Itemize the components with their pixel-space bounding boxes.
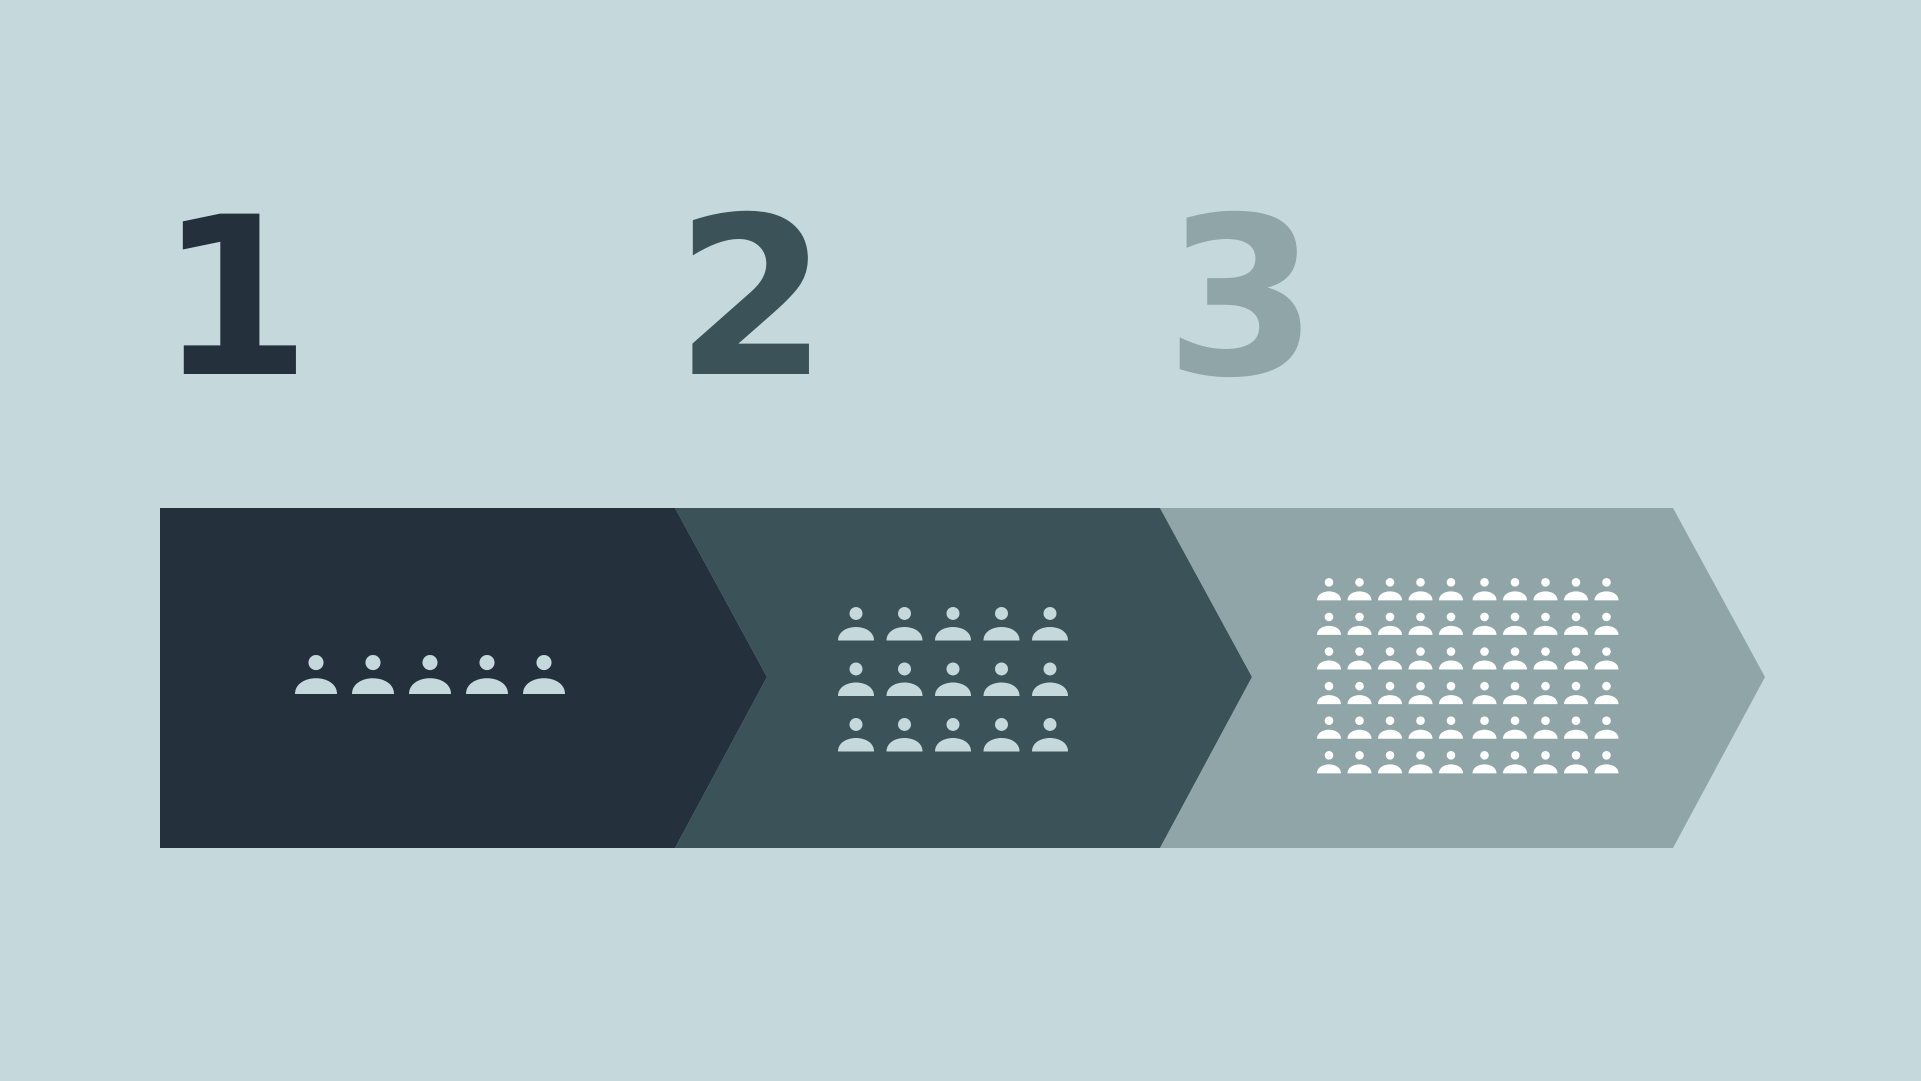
person-icon: [1439, 578, 1463, 601]
person-icon: [1439, 751, 1463, 774]
person-icon: [935, 607, 971, 641]
person-icon: [1594, 612, 1619, 635]
person-icon: [1594, 578, 1619, 601]
person-icon: [1472, 681, 1497, 705]
person-icon: [838, 662, 874, 696]
person-icon: [1533, 612, 1558, 635]
person-icon: [983, 662, 1020, 696]
person-icon: [1347, 647, 1372, 670]
person-icon: [1347, 578, 1372, 601]
person-icon: [1439, 716, 1463, 739]
person-icon: [1594, 751, 1619, 774]
person-icon: [1408, 716, 1433, 739]
step-3-number: 3: [1165, 170, 1319, 426]
step-2-number: 2: [675, 170, 829, 426]
person-icon: [1032, 718, 1068, 752]
person-icon: [1472, 751, 1497, 774]
person-icon: [1594, 647, 1619, 670]
person-icon: [1503, 612, 1527, 635]
person-icon: [1564, 716, 1588, 739]
person-icon: [1408, 647, 1433, 670]
person-icon: [1408, 681, 1433, 705]
person-icon: [1317, 716, 1341, 739]
person-icon: [1317, 612, 1341, 635]
person-icon: [1347, 716, 1372, 739]
person-icon: [1408, 612, 1433, 635]
person-icon: [1378, 681, 1402, 705]
person-icon: [1564, 647, 1588, 670]
person-icon: [1317, 681, 1341, 705]
person-icon: [1378, 716, 1402, 739]
person-icon: [1378, 612, 1402, 635]
person-icon: [1439, 647, 1463, 670]
person-icon: [935, 718, 971, 752]
person-icon: [1564, 681, 1588, 705]
person-icon: [1347, 612, 1372, 635]
person-icon: [1347, 751, 1372, 774]
person-icon: [1378, 578, 1402, 601]
step-1-arrow: [160, 508, 767, 848]
person-icon: [1317, 578, 1341, 601]
person-icon: [1533, 647, 1558, 670]
person-icon: [935, 662, 971, 696]
person-icon: [1472, 647, 1497, 670]
person-icon: [886, 662, 923, 696]
person-icon: [523, 655, 565, 695]
person-icon: [1564, 751, 1588, 774]
step-1-number: 1: [158, 170, 312, 426]
person-icon: [1564, 578, 1588, 601]
step-2-arrow: [675, 508, 1252, 848]
person-icon: [1317, 751, 1341, 774]
person-icon: [466, 655, 508, 695]
person-icon: [1032, 662, 1068, 696]
person-icon: [983, 607, 1020, 641]
person-icon: [1533, 681, 1558, 705]
person-icon: [1503, 681, 1527, 705]
person-icon: [1032, 607, 1068, 641]
person-icon: [1533, 716, 1558, 739]
person-icon: [1503, 716, 1527, 739]
person-icon: [983, 718, 1020, 752]
person-icon: [1378, 647, 1402, 670]
person-icon: [1472, 716, 1497, 739]
person-icon: [1472, 612, 1497, 635]
person-icon: [1347, 681, 1372, 705]
person-icon: [1503, 751, 1527, 774]
person-icon: [352, 655, 394, 695]
person-icon: [295, 655, 337, 695]
person-icon: [1378, 751, 1402, 774]
person-icon: [1472, 578, 1497, 601]
person-icon: [1408, 751, 1433, 774]
person-icon: [1594, 681, 1619, 705]
person-icon: [1408, 578, 1433, 601]
person-icon: [886, 607, 923, 641]
person-icon: [1503, 647, 1527, 670]
person-icon: [1564, 612, 1588, 635]
person-icon: [1439, 681, 1463, 705]
person-icon: [409, 655, 451, 695]
person-icon: [1503, 578, 1527, 601]
person-icon: [886, 718, 923, 752]
person-icon: [1317, 647, 1341, 670]
person-icon: [838, 718, 874, 752]
person-icon: [838, 607, 874, 641]
person-icon: [1439, 612, 1463, 635]
person-icon: [1594, 716, 1619, 739]
person-icon: [1533, 578, 1558, 601]
person-icon: [1533, 751, 1558, 774]
